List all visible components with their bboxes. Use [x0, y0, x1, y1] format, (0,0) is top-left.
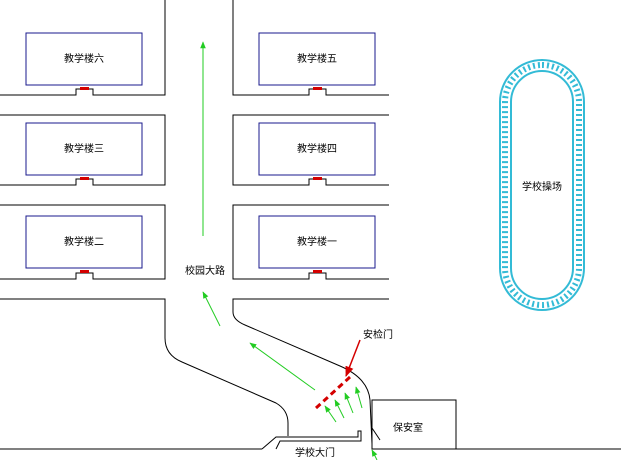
door-marker-icon [313, 270, 322, 273]
track-lane-pattern [502, 62, 582, 308]
security-gate-label: 安检门 [363, 328, 393, 341]
building-3-label: 教学楼三 [64, 142, 104, 155]
building-6-label: 教学楼六 [64, 52, 104, 65]
security-gate-line [314, 375, 352, 410]
door-marker-icon [313, 87, 322, 90]
right-block-mid [232, 114, 389, 186]
green-arrow-icon [355, 386, 363, 409]
main-gate-label: 学校大门 [295, 446, 335, 459]
road-outline [0, 298, 621, 450]
building-2-label: 教学楼二 [64, 235, 104, 248]
right-block-bot [232, 204, 389, 280]
right-road-edge [232, 298, 389, 445]
green-arrow-icon [334, 399, 345, 419]
road-label: 校园大路 [185, 264, 225, 277]
left-blocks [0, 0, 166, 280]
buildings: 教学楼六 教学楼五 教学楼三 教学楼四 教学楼二 教学楼一 [25, 32, 376, 269]
door-marker-icon [313, 177, 322, 180]
building-6 [25, 32, 143, 86]
green-arrow-icon [371, 449, 378, 460]
green-arrow-icon [324, 405, 337, 423]
building-3 [25, 122, 143, 176]
door-marker-icon [80, 87, 89, 90]
building-5-label: 教学楼五 [297, 52, 337, 65]
door-markers [80, 87, 322, 273]
building-1-label: 教学楼一 [297, 235, 337, 248]
direction-arrows [200, 41, 378, 460]
guard-room [371, 399, 457, 450]
guard-room-label: 保安室 [393, 421, 423, 434]
green-arrow-icon [249, 342, 316, 391]
door-marker-icon [80, 177, 89, 180]
gate-bar-left [261, 430, 362, 450]
building-4 [258, 122, 376, 176]
left-block-top [0, 0, 166, 96]
green-arrow-icon [344, 392, 354, 414]
door-marker-icon [80, 270, 89, 273]
red-callout-arrow-icon [345, 339, 361, 377]
building-4-label: 教学楼四 [297, 142, 337, 155]
right-block-top [232, 0, 389, 96]
track-label: 学校操场 [522, 180, 562, 193]
building-5 [258, 32, 376, 86]
building-1 [258, 215, 376, 269]
track-outer [499, 59, 585, 311]
left-road-edge [0, 298, 289, 436]
left-block-bot [0, 204, 166, 280]
track-inner [510, 70, 574, 300]
guard-room-door [371, 427, 381, 441]
green-arrow-icon [202, 291, 221, 327]
running-track: 学校操场 [499, 59, 585, 311]
left-block-mid [0, 114, 166, 186]
building-2 [25, 215, 143, 269]
right-blocks [232, 0, 389, 280]
